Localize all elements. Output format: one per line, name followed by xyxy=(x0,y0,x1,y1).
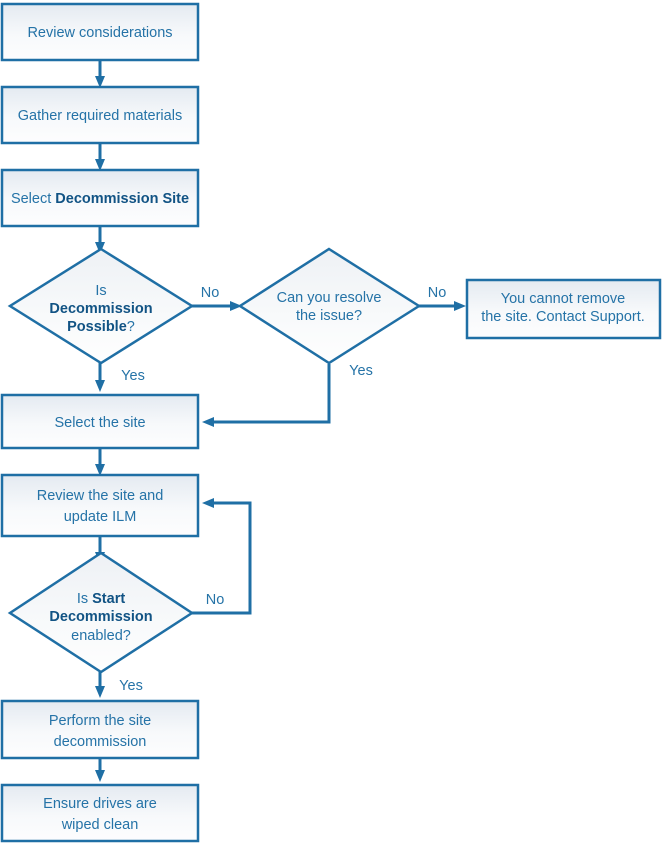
node-label-possible-qmark: ? xyxy=(127,319,135,335)
node-label-cannot-remove-line2: the site. Contact Support. xyxy=(481,309,645,325)
node-select-the-site[interactable]: Select the site xyxy=(0,393,200,450)
node-label-select-the-site: Select the site xyxy=(54,415,145,431)
node-label-review-ilm-line1: Review the site and xyxy=(37,488,164,504)
node-label-select-prefix: Select xyxy=(11,191,55,207)
node-label-start-is: Is xyxy=(77,591,92,607)
node-label-select-decommission-site: Select Decommission Site xyxy=(11,191,189,207)
node-label-resolve-line2: the issue? xyxy=(296,308,362,324)
node-review-site-update-ilm[interactable]: Review the site and update ILM xyxy=(0,473,200,538)
node-is-decommission-possible[interactable]: Is Decommission Possible? xyxy=(7,247,195,365)
node-ensure-drives-wiped[interactable]: Ensure drives are wiped clean xyxy=(0,783,200,843)
node-cannot-remove-site[interactable]: You cannot remove the site. Contact Supp… xyxy=(465,278,662,340)
node-select-decommission-site[interactable]: Select Decommission Site xyxy=(0,168,200,228)
node-label-ensure-drives-line1: Ensure drives are xyxy=(43,796,157,812)
node-is-start-decommission-enabled[interactable]: Is Start Decommission enabled? xyxy=(7,551,195,674)
node-label-review-considerations: Review considerations xyxy=(27,25,172,41)
node-label-possible-bold: Possible xyxy=(67,319,127,335)
node-label-cannot-remove-line1: You cannot remove xyxy=(501,291,625,307)
node-label-start-line3: enabled? xyxy=(71,628,131,644)
node-label-decommission-site-bold: Decommission Site xyxy=(55,191,189,207)
node-label-start-line2: Decommission xyxy=(49,609,152,625)
node-label-possible-line3: Possible? xyxy=(67,319,135,335)
node-label-gather-required-materials: Gather required materials xyxy=(18,108,182,124)
edge-label-resolve-no: No xyxy=(428,285,447,301)
edge-label-possible-no: No xyxy=(201,285,220,301)
node-label-possible-line1: Is xyxy=(95,283,106,299)
node-label-start-bold: Start xyxy=(92,591,125,607)
node-label-possible-line2: Decommission xyxy=(49,301,152,317)
node-label-perform-line2: decommission xyxy=(54,734,147,750)
node-label-ensure-drives-line2: wiped clean xyxy=(61,817,139,833)
node-can-you-resolve-the-issue[interactable]: Can you resolve the issue? xyxy=(237,247,422,365)
edge-label-possible-yes: Yes xyxy=(121,368,145,384)
node-label-perform-line1: Perform the site xyxy=(49,713,151,729)
node-perform-site-decommission[interactable]: Perform the site decommission xyxy=(0,699,200,760)
node-gather-required-materials[interactable]: Gather required materials xyxy=(0,85,200,145)
connector-layer xyxy=(95,60,466,782)
edge-label-resolve-yes: Yes xyxy=(349,363,373,379)
node-label-resolve-line1: Can you resolve xyxy=(277,290,382,306)
node-label-review-ilm-line2: update ILM xyxy=(64,509,137,525)
node-label-start-line1: Is Start xyxy=(77,591,126,607)
node-review-considerations[interactable]: Review considerations xyxy=(0,2,200,62)
edge-label-layer: No Yes No Yes No Yes xyxy=(119,285,446,694)
edge-start-no-loop-to-review-ilm xyxy=(192,498,252,615)
edge-resolve-yes-to-select-site xyxy=(202,364,331,427)
edge-label-start-yes: Yes xyxy=(119,678,143,694)
edge-label-start-no: No xyxy=(206,592,225,608)
